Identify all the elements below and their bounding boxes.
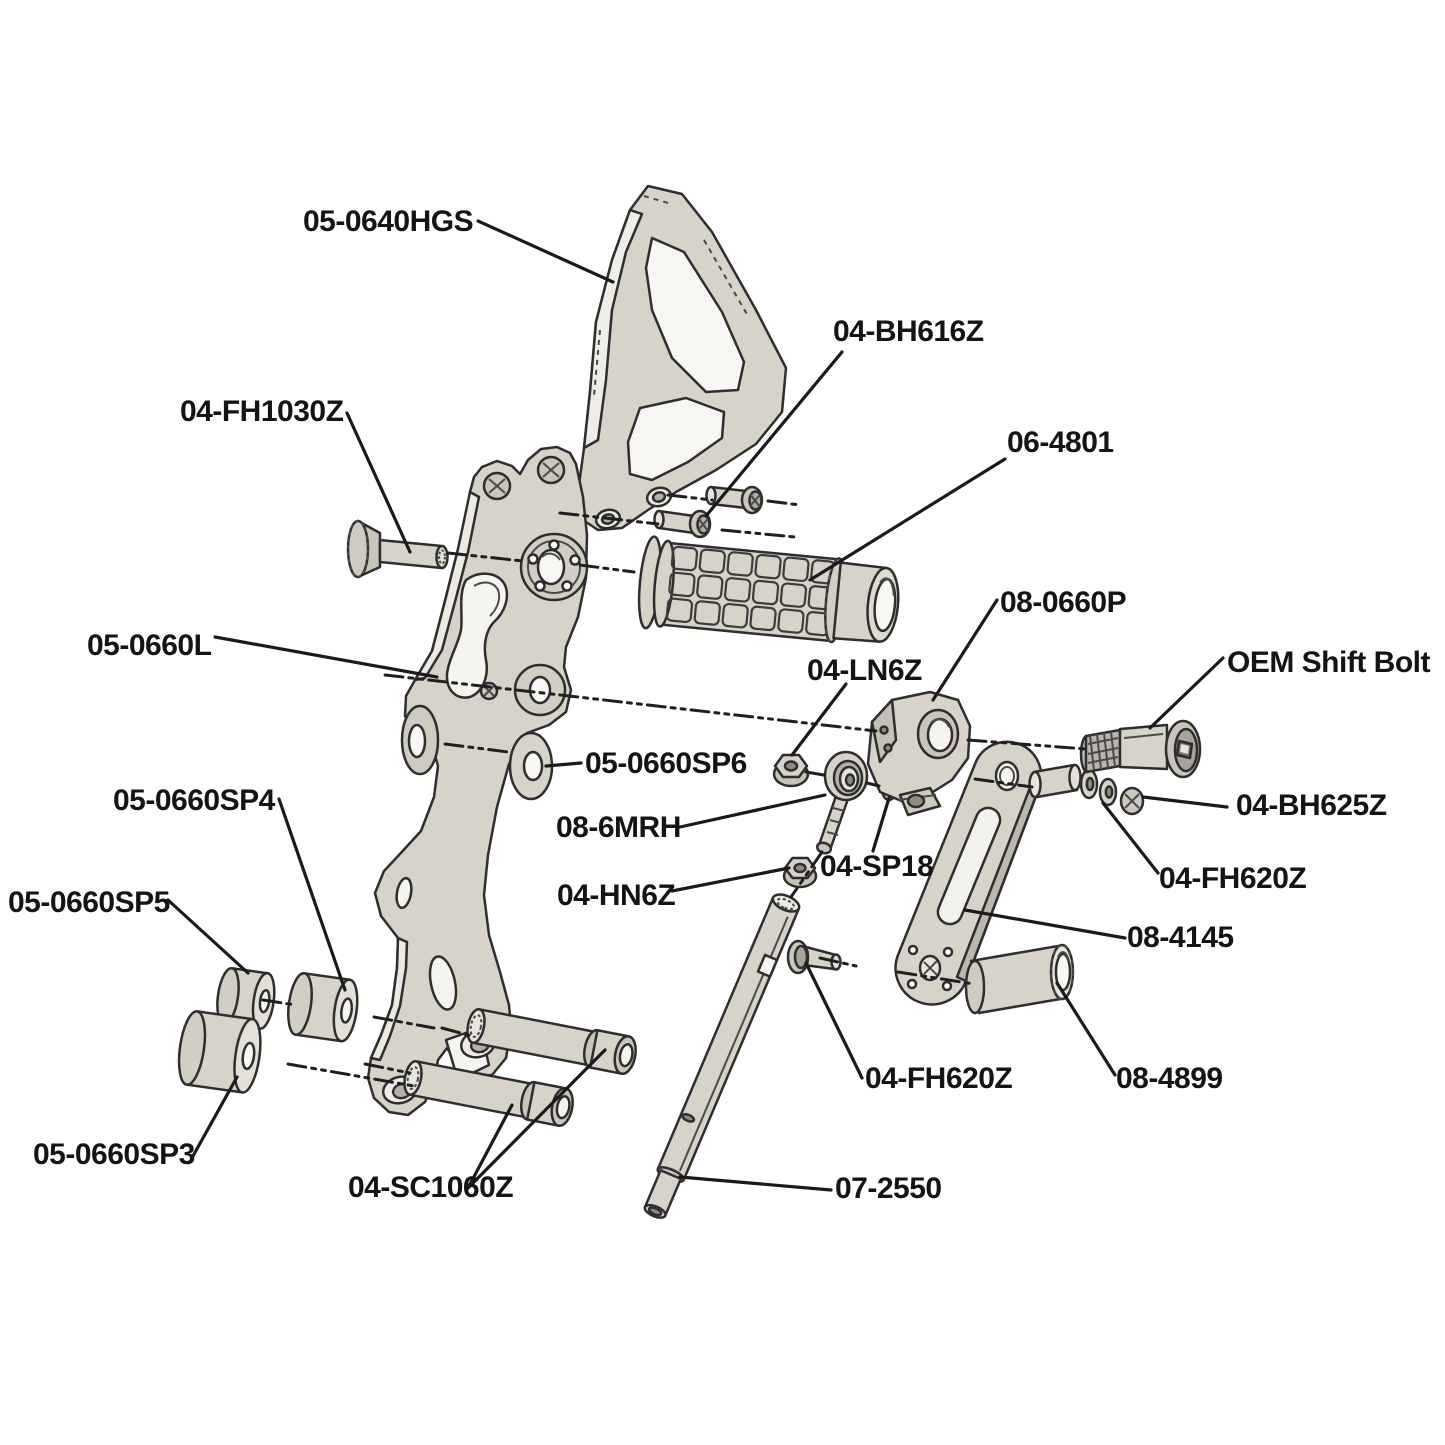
part-label-nut-ln6z: 04-LN6Z xyxy=(807,654,922,687)
part-label-footpeg: 06-4801 xyxy=(1007,426,1114,459)
part-label-bolt-fh620z-upper: 04-FH620Z xyxy=(1159,862,1307,895)
assembly-axis-lines xyxy=(261,493,1088,1088)
part-label-shift-arm: 08-4145 xyxy=(1127,921,1234,954)
part-label-bolt-fh1030z: 04-FH1030Z xyxy=(180,395,344,428)
footpeg-drawing xyxy=(637,535,900,644)
part-label-main-plate: 05-0660L xyxy=(87,629,212,662)
oem-shift-bolt-drawing xyxy=(1079,719,1202,779)
main-plate-drawing xyxy=(366,445,589,1117)
part-label-rod-end: 08-6MRH xyxy=(556,811,681,844)
part-label-bolt-bh625z: 04-BH625Z xyxy=(1236,789,1387,822)
part-label-shift-block: 08-0660P xyxy=(1000,586,1127,619)
shift-rod-drawing xyxy=(643,893,801,1219)
rod-end-drawing xyxy=(815,750,869,855)
spacer-4899-drawing xyxy=(964,943,1075,1015)
part-label-bolts-sc1060z: 04-SC1060Z xyxy=(348,1171,514,1204)
part-label-spacer-sp5: 05-0660SP5 xyxy=(8,886,170,919)
part-label-oem-shift-bolt: OEM Shift Bolt xyxy=(1227,646,1430,679)
heel-guard-drawing xyxy=(576,184,788,532)
part-label-nut-hn6z: 04-HN6Z xyxy=(557,879,676,912)
spacer-sp4-drawing xyxy=(287,972,359,1043)
shift-block-drawing xyxy=(866,690,972,817)
part-label-spacer-sp4: 05-0660SP4 xyxy=(113,784,275,817)
part-label-bolt-fh620z-lower: 04-FH620Z xyxy=(865,1062,1013,1095)
bolt-bh616z-drawing xyxy=(653,485,764,539)
spacer-sp3-drawing xyxy=(177,1010,262,1094)
bolt-fh1030z-drawing xyxy=(346,519,449,579)
part-label-washer-sp6: 05-0660SP6 xyxy=(585,747,747,780)
part-label-shift-rod: 07-2550 xyxy=(835,1172,942,1205)
part-label-washer-sp18: 04-SP18 xyxy=(820,850,934,883)
leader-lines xyxy=(166,219,1229,1192)
bolt-fh620z-lower-drawing xyxy=(786,939,842,975)
washer-sp6-drawing xyxy=(508,731,554,801)
part-label-spacer-sp3: 05-0660SP3 xyxy=(33,1138,195,1171)
nut-ln6z-drawing xyxy=(772,753,810,788)
part-label-bolt-bh616z: 04-BH616Z xyxy=(833,315,984,348)
part-label-heel-guard: 05-0640HGS xyxy=(303,205,474,238)
bolt-bh625z-drawing xyxy=(1028,763,1145,816)
part-label-spacer-4899: 08-4899 xyxy=(1116,1062,1223,1095)
